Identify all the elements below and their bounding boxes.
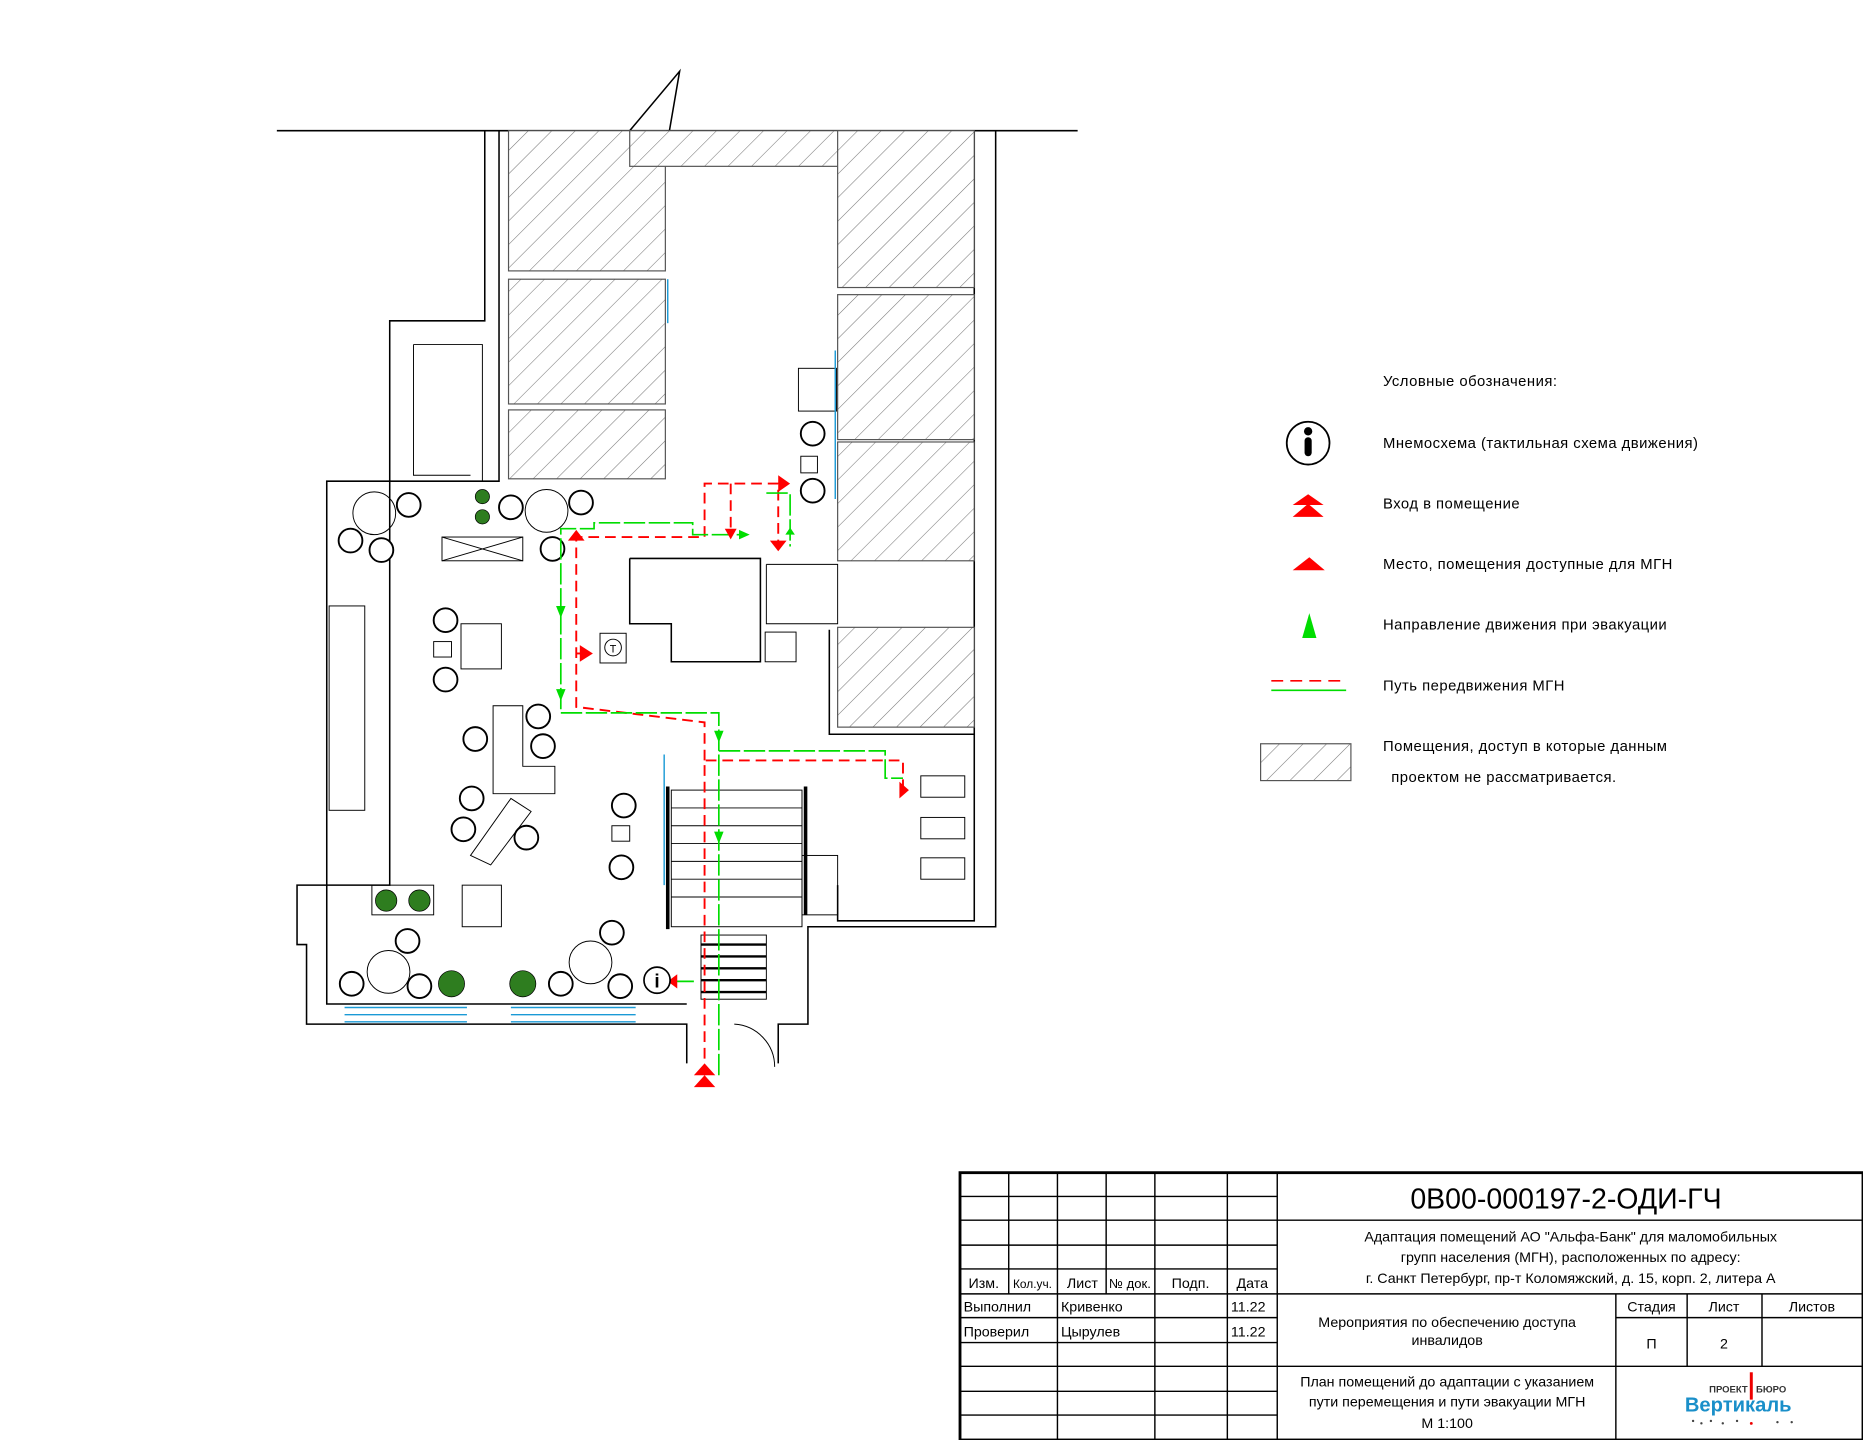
svg-text:пути перемещения и пути эвакуа: пути перемещения и пути эвакуации МГН [1309,1395,1586,1411]
atm-terminal [599,632,627,664]
svg-text:Проверил: Проверил [964,1325,1030,1341]
legend-title: Условные обозначения: [1383,374,1557,390]
title-block: Изм. Кол.уч. Лист № док. Подп. Дата Выпо… [958,1171,1863,1440]
svg-text:11.22: 11.22 [1231,1325,1266,1341]
svg-text:Путь передвижения МГН: Путь передвижения МГН [1383,678,1565,694]
svg-text:Мероприятия по обеспечению дос: Мероприятия по обеспечению доступа [1318,1315,1576,1331]
double-red-triangle-icon [1292,494,1324,517]
svg-text:Цырулев: Цырулев [1061,1325,1120,1341]
svg-text:проектом не рассматривается.: проектом не рассматривается. [1391,770,1616,786]
info-circle-icon [1285,420,1331,466]
route-lines-icon [1271,679,1347,692]
staircase [665,786,839,1000]
svg-text:ПРОЕКТ: ПРОЕКТ [1709,1384,1748,1395]
svg-text:Направление движения при эваку: Направление движения при эвакуации [1383,618,1667,634]
restricted-room [837,294,975,441]
hatch-icon [1260,743,1352,782]
svg-text:БЮРО: БЮРО [1756,1384,1786,1395]
svg-text:i: i [654,971,659,992]
restricted-room [507,278,666,405]
revision-headers: Изм. Кол.уч. Лист № док. Подп. Дата Выпо… [964,1276,1269,1341]
svg-text:Кривенко: Кривенко [1061,1300,1123,1316]
terminal-label: Т [610,643,617,655]
svg-text:План помещений до адаптации с: План помещений до адаптации с указанием [1300,1375,1594,1391]
svg-text:Место, помещения доступные для: Место, помещения доступные для МГН [1383,557,1673,573]
green-triangle-icon [1302,613,1317,639]
svg-text:Кол.уч.: Кол.уч. [1013,1277,1052,1291]
svg-text:Вертикаль: Вертикаль [1685,1394,1792,1416]
restricted-room [837,441,975,562]
svg-text:групп населения (МГН), располо: групп населения (МГН), расположенных по … [1401,1250,1741,1266]
company-logo: ПРОЕКТ БЮРО Вертикаль [1685,1372,1793,1425]
svg-text:Лист: Лист [1067,1276,1098,1292]
svg-text:Подп.: Подп. [1172,1276,1210,1292]
svg-text:М 1:100: М 1:100 [1421,1416,1473,1432]
svg-text:Вход в помещение: Вход в помещение [1383,497,1520,513]
svg-text:№ док.: № док. [1109,1276,1151,1291]
legend: Условные обозначения: Мнемосхема (тактил… [1260,374,1698,786]
svg-text:Адаптация помещений АО "Альфа-: Адаптация помещений АО "Альфа-Банк" для … [1364,1230,1777,1246]
info-point: i [643,966,671,995]
svg-text:Лист: Лист [1708,1300,1739,1316]
svg-text:П: П [1646,1337,1656,1353]
red-triangle-icon [1292,557,1325,571]
svg-text:Помещения, доступ в которые да: Помещения, доступ в которые данным [1383,739,1667,755]
floor-plan: Т i [276,68,1078,1088]
document-code: 0В00-000197-2-ОДИ-ГЧ [1410,1183,1721,1215]
restricted-room [837,130,975,289]
route-markers [567,475,909,1088]
svg-text:Изм.: Изм. [969,1276,1000,1292]
windows [344,1006,636,1023]
svg-text:г. Санкт Петербург, пр-т Колом: г. Санкт Петербург, пр-т Коломяжский, д.… [1366,1271,1776,1287]
svg-text:Дата: Дата [1237,1276,1269,1292]
furniture [328,420,966,999]
restricted-room [837,626,975,728]
svg-text:11.22: 11.22 [1231,1300,1266,1316]
svg-text:Листов: Листов [1789,1300,1835,1316]
svg-text:инвалидов: инвалидов [1412,1333,1483,1349]
restricted-room [507,409,666,480]
svg-text:Выполнил: Выполнил [964,1300,1032,1316]
svg-text:Мнемосхема (тактильная схема д: Мнемосхема (тактильная схема движения) [1383,436,1698,452]
svg-text:Стадия: Стадия [1627,1300,1676,1316]
svg-text:2: 2 [1720,1337,1728,1353]
